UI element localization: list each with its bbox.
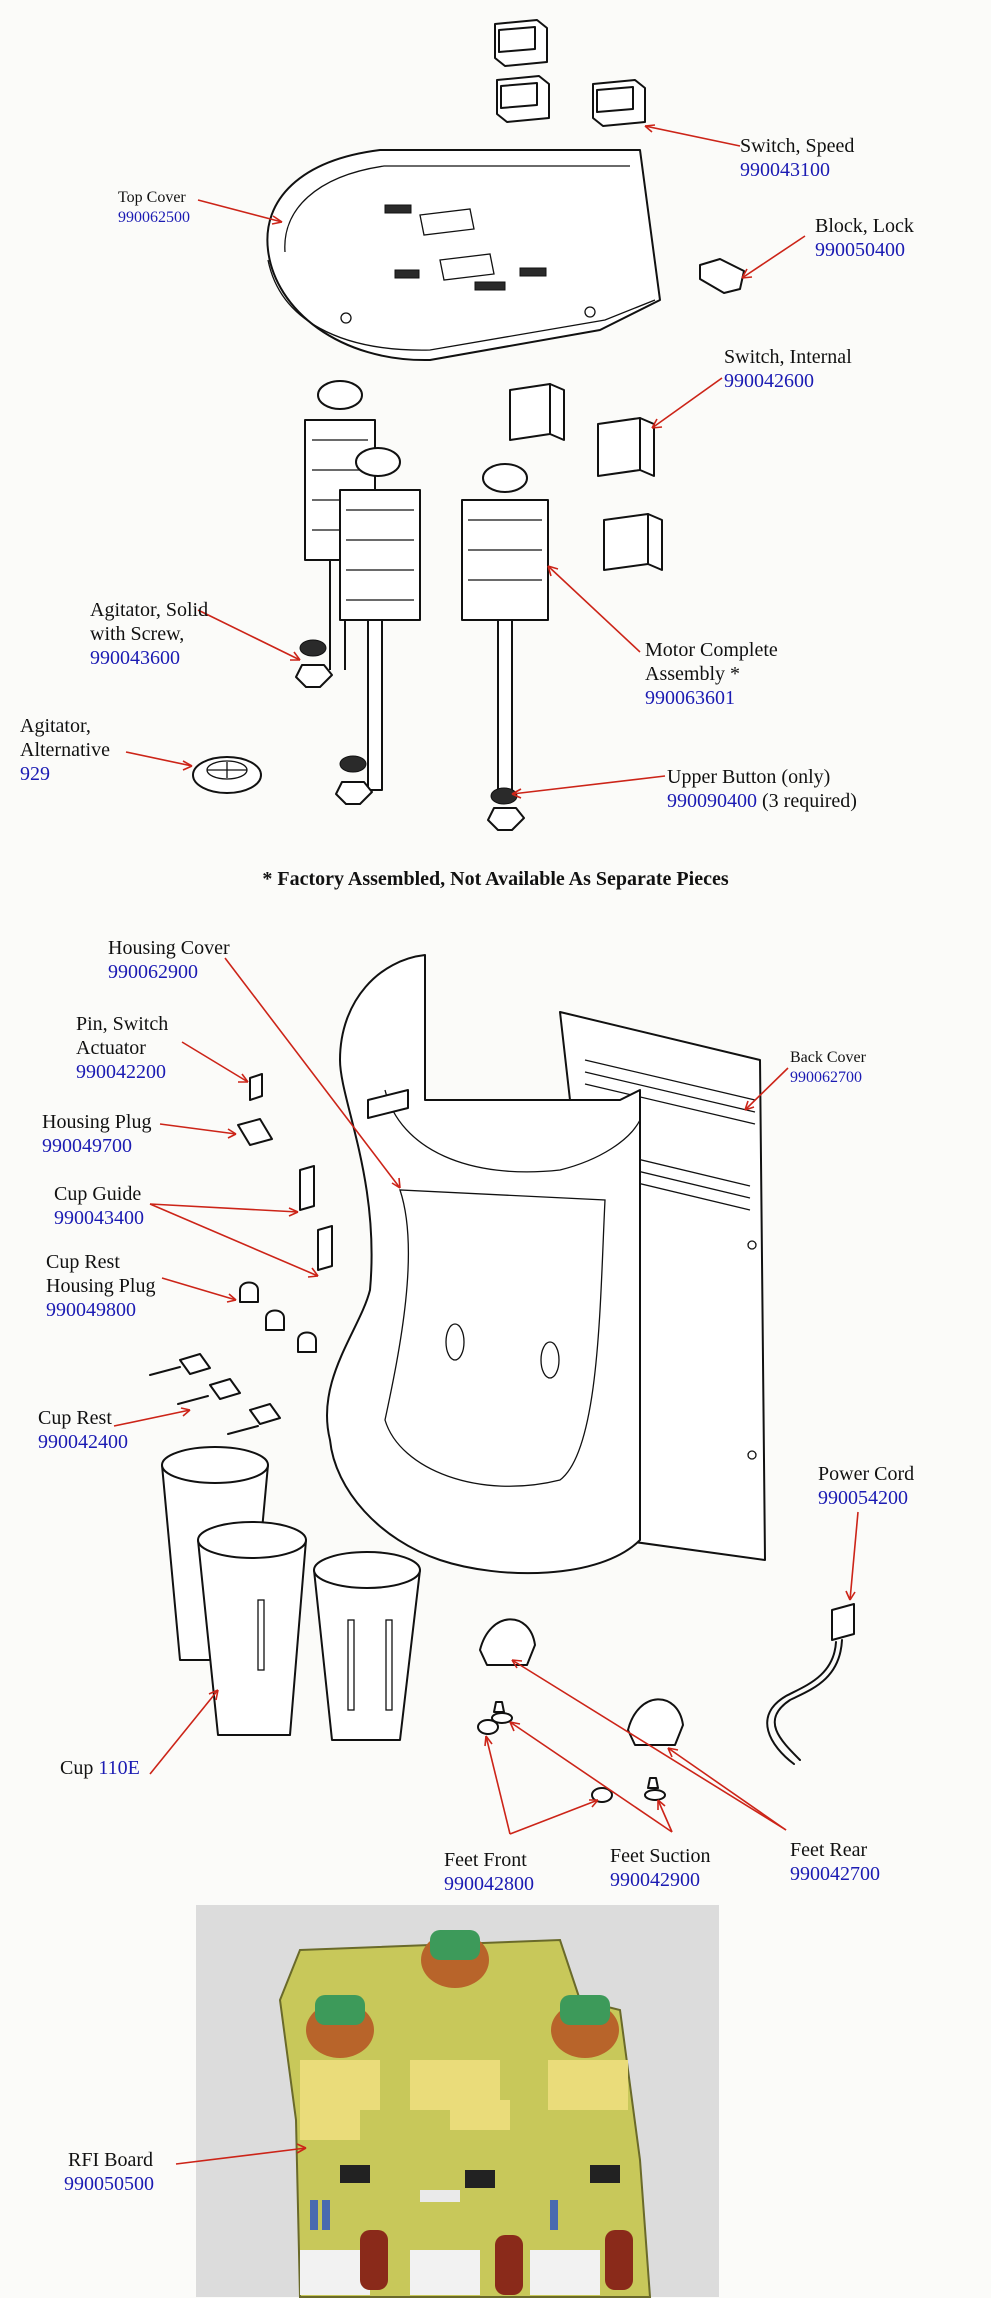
label-feet-front: Feet Front 990042800 xyxy=(444,1849,534,1895)
label-cup-rest: Cup Rest 990042400 xyxy=(38,1407,128,1453)
speed-switch-parts xyxy=(494,19,646,127)
label-pin-switch-actuator: Pin, Switch Actuator 990042200 xyxy=(76,1013,169,1083)
label-cup-guide: Cup Guide 990043400 xyxy=(54,1183,144,1229)
label-top-cover: Top Cover 990062500 xyxy=(118,189,190,226)
factory-assembled-note: * Factory Assembled, Not Available As Se… xyxy=(262,868,729,890)
label-cup: Cup 110E xyxy=(60,1757,140,1779)
small-plug-parts xyxy=(149,1073,333,1435)
label-agitator-solid: Agitator, Solid with Screw, 990043600 xyxy=(90,599,209,669)
callout-arrows xyxy=(113,124,859,2165)
label-feet-suction: Feet Suction 990042900 xyxy=(610,1845,711,1891)
label-cup-rest-housing-plug: Cup Rest Housing Plug 990049800 xyxy=(46,1251,156,1321)
label-switch-internal: Switch, Internal 990042600 xyxy=(724,346,852,392)
label-rfi-board: RFI Board 990050500 xyxy=(64,2149,154,2195)
label-agitator-alternative: Agitator, Alternative 929 xyxy=(20,715,110,785)
label-block-lock: Block, Lock 990050400 xyxy=(815,215,914,261)
label-power-cord: Power Cord 990054200 xyxy=(818,1463,915,1509)
rfi-board-photo xyxy=(196,1905,719,2298)
label-housing-plug: Housing Plug 990049700 xyxy=(42,1111,152,1157)
motor-assemblies xyxy=(304,380,549,791)
label-housing-cover: Housing Cover 990062900 xyxy=(108,937,230,983)
label-motor-complete: Motor Complete Assembly * 990063601 xyxy=(645,639,778,709)
internal-switch-parts xyxy=(509,383,663,571)
housing-part xyxy=(325,954,766,1575)
top-cover-part xyxy=(266,149,661,362)
label-back-cover: Back Cover 990062700 xyxy=(790,1049,866,1086)
agitator-parts xyxy=(192,639,525,831)
cup-parts xyxy=(161,1446,421,1741)
feet-parts xyxy=(477,1618,684,1803)
label-switch-speed: Switch, Speed 990043100 xyxy=(740,135,855,181)
label-feet-rear: Feet Rear 990042700 xyxy=(790,1839,880,1885)
power-cord-part xyxy=(766,1603,855,1765)
block-lock-part xyxy=(699,258,745,294)
label-upper-button: Upper Button (only) 990090400 (3 require… xyxy=(667,766,857,812)
